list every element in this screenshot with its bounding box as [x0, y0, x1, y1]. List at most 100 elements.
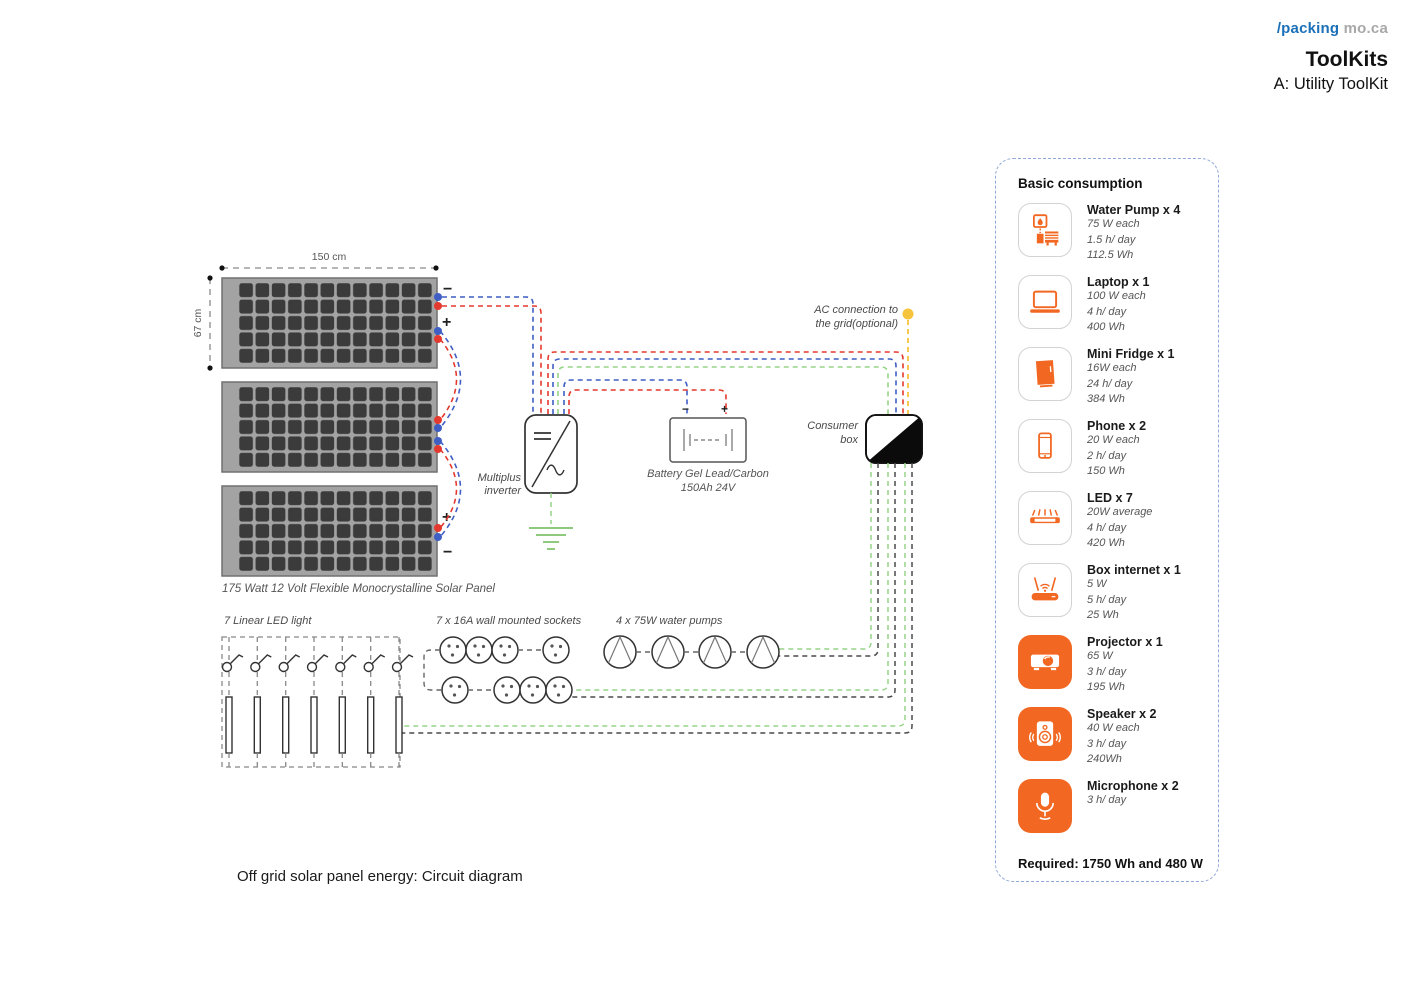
projector-icon	[1018, 635, 1072, 689]
item-detail: 1.5 h/ day	[1087, 233, 1136, 246]
ac-label-2: the grid(optional)	[815, 318, 898, 330]
inverter: Multiplus inverter	[478, 414, 578, 497]
led-icon	[1018, 491, 1072, 545]
battery-spec: 150Ah 24V	[681, 482, 737, 494]
consumer-box: Consumer box	[807, 414, 923, 464]
dimension-height: 67 cm	[192, 275, 213, 371]
item-detail: 3 h/ day	[1087, 665, 1127, 678]
item-name: Projector x 1	[1087, 635, 1163, 649]
svg-text:−: −	[443, 544, 452, 561]
list-item: Box internet x 1 5 W 5 h/ day 25 Wh	[1018, 563, 1218, 635]
item-name: Speaker x 2	[1087, 707, 1157, 721]
item-name: Mini Fridge x 1	[1087, 347, 1175, 361]
panel-title: Basic consumption	[1018, 176, 1143, 191]
item-detail: 5 h/ day	[1087, 593, 1127, 606]
item-detail: 4 h/ day	[1087, 305, 1127, 318]
water-pump-icon	[1018, 203, 1072, 257]
item-detail: 75 W each	[1087, 218, 1140, 230]
led-section-label: 7 Linear LED light	[224, 615, 312, 627]
item-detail: 100 W each	[1087, 290, 1146, 302]
load-wires	[402, 463, 913, 734]
microphone-icon	[1018, 779, 1072, 833]
panel-terminals: − + + −	[434, 281, 452, 561]
battery-label: Battery Gel Lead/Carbon	[647, 468, 769, 480]
svg-text:+: +	[442, 314, 451, 331]
list-item: Water Pump x 4 75 W each 1.5 h/ day 112.…	[1018, 203, 1218, 275]
page-title: ToolKits	[1305, 48, 1388, 71]
pv-wires	[442, 296, 542, 414]
series-wires	[439, 330, 462, 538]
list-item: Phone x 2 20 W each 2 h/ day 150 Wh	[1018, 419, 1218, 491]
item-detail: 384 Wh	[1087, 393, 1125, 405]
battery-plus-sign: +	[721, 402, 728, 416]
battery: Battery Gel Lead/Carbon 150Ah 24V	[647, 417, 769, 494]
ac-grid-dot	[902, 308, 914, 320]
solar-panel-caption: 175 Watt 12 Volt Flexible Monocrystallin…	[222, 583, 495, 595]
item-detail: 65 W	[1087, 650, 1113, 662]
item-name: Box internet x 1	[1087, 563, 1181, 577]
diagram-title: Off grid solar panel energy: Circuit dia…	[237, 868, 523, 885]
battery-minus-sign: −	[682, 402, 689, 416]
list-item: Projector x 1 65 W 3 h/ day 195 Wh	[1018, 635, 1218, 707]
item-name: Water Pump x 4	[1087, 203, 1181, 217]
list-item: Laptop x 1 100 W each 4 h/ day 400 Wh	[1018, 275, 1218, 347]
list-item: LED x 7 20W average 4 h/ day 420 Wh	[1018, 491, 1218, 563]
laptop-icon	[1018, 275, 1072, 329]
solar-panel-2	[221, 381, 438, 473]
logo-main: /packing	[1276, 20, 1340, 37]
item-detail: 4 h/ day	[1087, 521, 1127, 534]
item-detail: 5 W	[1087, 578, 1107, 590]
svg-text:−: −	[443, 281, 452, 298]
ground-icon	[529, 493, 573, 550]
logo: /packing mo.ca	[1274, 20, 1388, 37]
inverter-label-1: Multiplus	[478, 472, 522, 484]
list-item: Microphone x 2 3 h/ day	[1018, 779, 1218, 851]
led-light-block	[221, 636, 414, 768]
logo-suffix: mo.ca	[1339, 20, 1388, 37]
item-name: Microphone x 2	[1087, 779, 1179, 793]
ac-bus-wires	[547, 351, 904, 414]
item-detail: 150 Wh	[1087, 465, 1125, 477]
item-name: Phone x 2	[1087, 419, 1147, 433]
svg-text:+: +	[442, 509, 451, 526]
phone-icon	[1018, 419, 1072, 473]
router-icon	[1018, 563, 1072, 617]
required-total: Required: 1750 Wh and 480 W	[1018, 856, 1203, 871]
inverter-label-2: inverter	[484, 485, 522, 497]
consumer-label-2: box	[840, 434, 858, 446]
dim-height-label: 67 cm	[192, 308, 204, 337]
item-detail: 420 Wh	[1087, 537, 1125, 549]
ac-grid-connection: AC connection to the grid(optional)	[813, 304, 914, 414]
item-detail: 400 Wh	[1087, 321, 1125, 333]
consumer-label-1: Consumer	[807, 420, 859, 432]
water-pumps	[603, 635, 780, 669]
item-detail: 3 h/ day	[1087, 737, 1127, 750]
pumps-section-label: 4 x 75W water pumps	[616, 615, 723, 627]
fridge-icon	[1018, 347, 1072, 401]
item-detail: 25 Wh	[1087, 609, 1119, 621]
battery-wires	[563, 379, 727, 414]
solar-panel-3	[221, 485, 438, 577]
item-detail: 24 h/ day	[1087, 377, 1133, 390]
basic-consumption-panel: Basic consumption Water Pump x 4 75 W ea…	[995, 158, 1219, 882]
item-detail: 195 Wh	[1087, 681, 1125, 693]
item-detail: 2 h/ day	[1087, 449, 1127, 462]
dimension-width: 150 cm	[219, 251, 439, 271]
wall-sockets	[423, 636, 573, 704]
speaker-icon	[1018, 707, 1072, 761]
ac-label-1: AC connection to	[813, 304, 898, 316]
header: /packing mo.ca ToolKits A: Utility ToolK…	[1274, 20, 1388, 94]
solar-panel-1	[221, 277, 438, 369]
item-name: Laptop x 1	[1087, 275, 1150, 289]
item-detail: 20 W each	[1087, 434, 1140, 446]
item-detail: 240Wh	[1087, 753, 1122, 765]
item-detail: 112.5 Wh	[1087, 249, 1134, 261]
item-detail: 40 W each	[1087, 722, 1140, 734]
list-item: Speaker x 2 40 W each 3 h/ day 240Wh	[1018, 707, 1218, 779]
list-item: Mini Fridge x 1 16W each 24 h/ day 384 W…	[1018, 347, 1218, 419]
dim-width-label: 150 cm	[312, 251, 347, 263]
item-detail: 20W average	[1087, 506, 1153, 518]
sockets-section-label: 7 x 16A wall mounted sockets	[436, 615, 582, 627]
